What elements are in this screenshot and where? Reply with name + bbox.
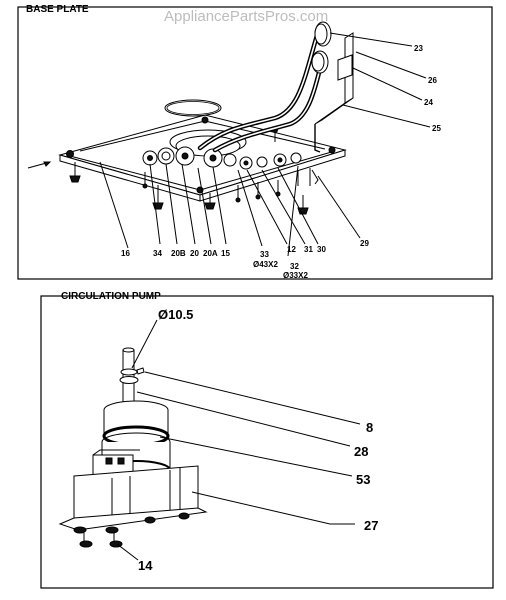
circulation-pump-title: CIRCULATION PUMP <box>61 291 161 302</box>
callout-20b: 20B <box>171 249 186 258</box>
base-plate-panel: BASE PLATE <box>17 4 493 280</box>
callout-20: 20 <box>190 249 199 258</box>
callout-23: 23 <box>414 44 423 53</box>
watermark: AppliancePartsPros.com <box>164 8 328 25</box>
pump-leaders <box>116 319 361 561</box>
callout-53: 53 <box>356 472 370 487</box>
callout-28: 28 <box>354 444 368 459</box>
callout-diameter: Ø10.5 <box>158 307 193 322</box>
callout-30: 30 <box>317 245 326 254</box>
callout-14: 14 <box>138 558 153 573</box>
callout-32: 32 <box>290 262 299 271</box>
callout-29: 29 <box>360 239 369 248</box>
callout-32-note: Ø33X2 <box>283 271 308 280</box>
callout-8: 8 <box>366 420 373 435</box>
callout-16: 16 <box>121 249 130 258</box>
circulation-pump-panel: CIRCULATION PUMP <box>40 291 494 589</box>
bracket-assembly <box>311 21 354 153</box>
callout-33-note: Ø43X2 <box>253 260 278 269</box>
callout-26: 26 <box>428 76 437 85</box>
base-plate-frame <box>17 6 493 280</box>
tubes <box>197 29 325 153</box>
pump-drawing <box>58 347 208 548</box>
base-plate-drawing <box>27 21 431 257</box>
callout-34: 34 <box>153 249 162 258</box>
callout-33: 33 <box>260 250 269 259</box>
callout-27: 27 <box>364 518 378 533</box>
callout-20a: 20A <box>203 249 218 258</box>
base-plate-title: BASE PLATE <box>26 4 89 15</box>
callout-24: 24 <box>424 98 433 107</box>
callout-31: 31 <box>304 245 313 254</box>
component-row <box>142 146 302 170</box>
base-plate-leaders <box>99 32 431 257</box>
callout-25: 25 <box>432 124 441 133</box>
callout-15: 15 <box>221 249 230 258</box>
pump-feet <box>73 512 190 548</box>
circulation-pump-frame <box>40 295 494 589</box>
callout-12: 12 <box>287 245 296 254</box>
